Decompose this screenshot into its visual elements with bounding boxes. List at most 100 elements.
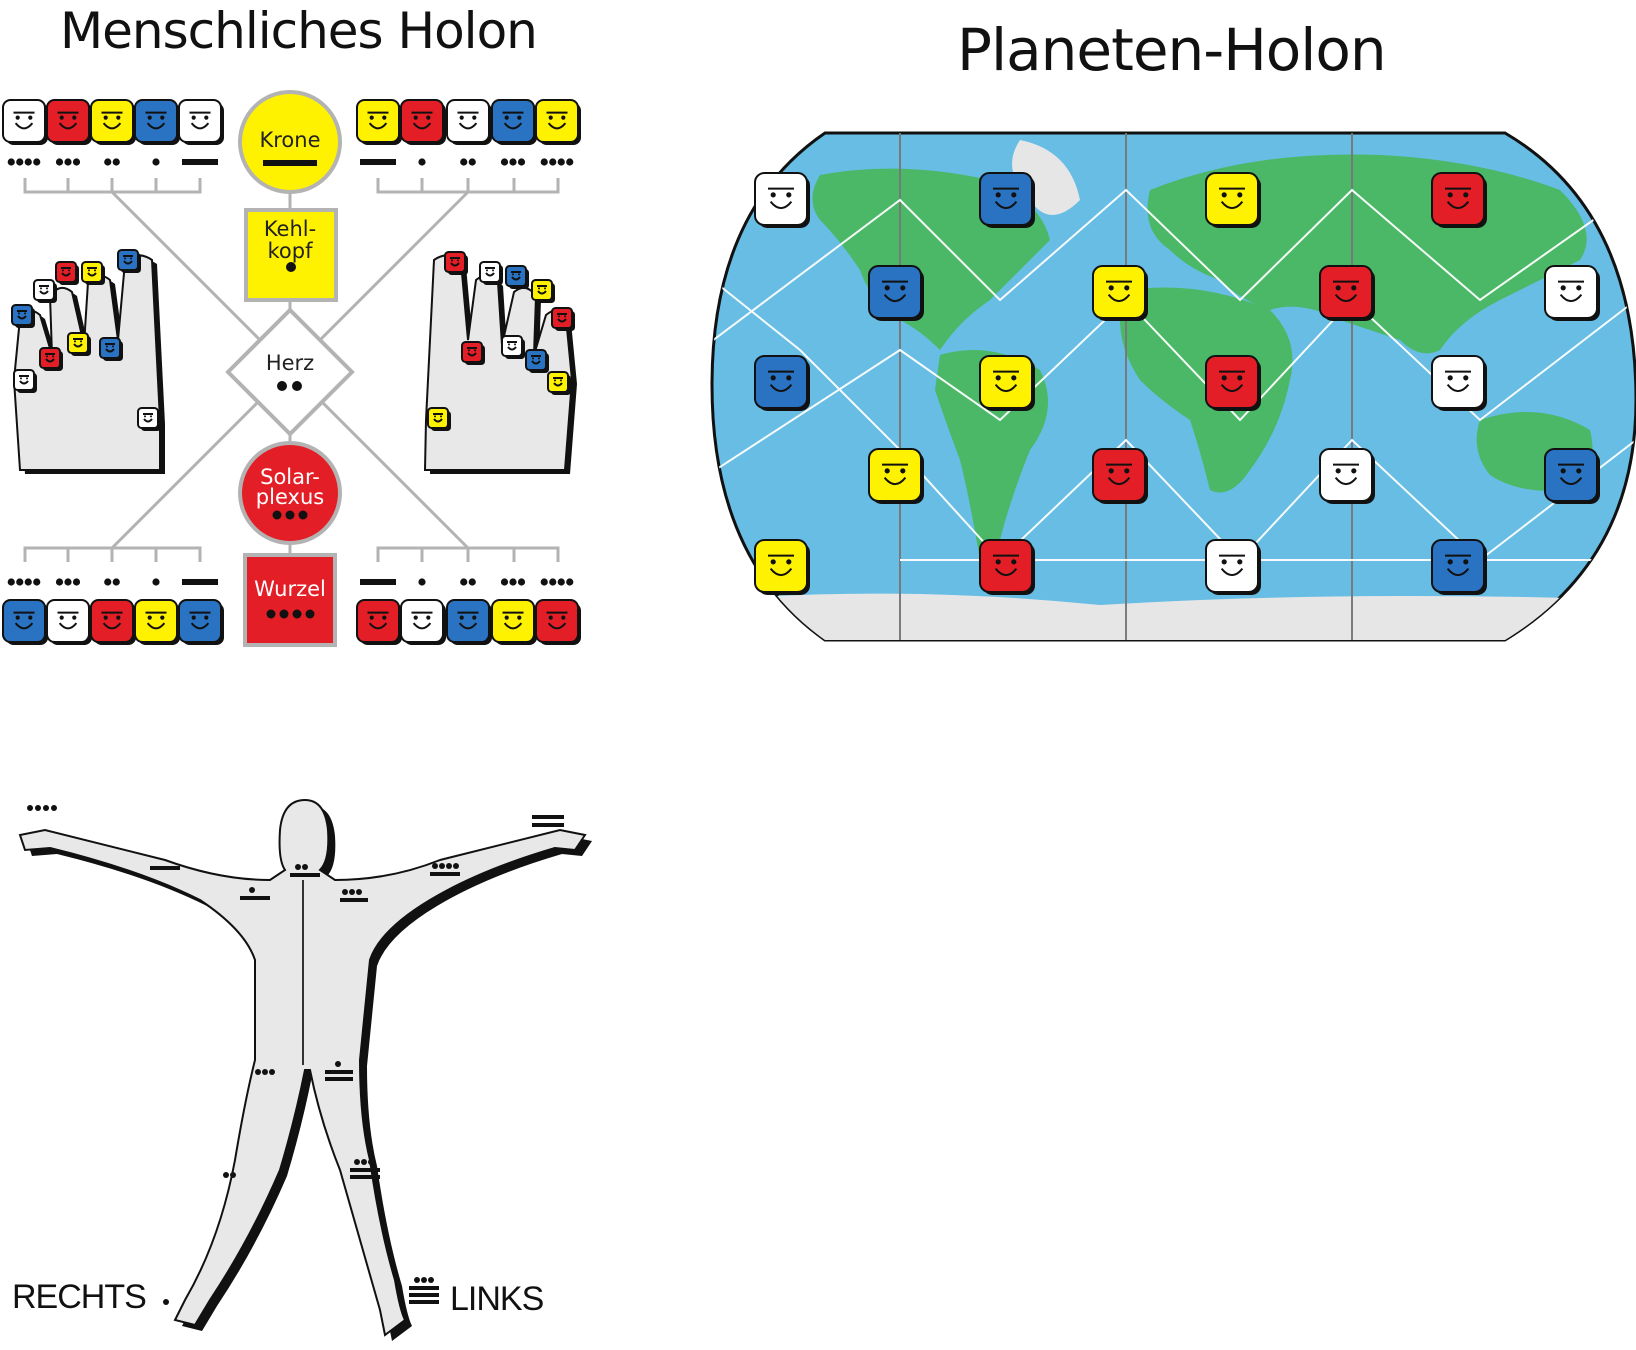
number-top-left-1 [55,158,81,166]
throat-label-line1: Kehl- [263,217,317,241]
finger-glyph-14 [551,307,575,331]
heart-label: Herz [265,351,315,375]
number-bottom-left-1 [55,578,81,586]
crown-chakra [238,90,342,194]
right-side-label: RECHTS [12,1278,147,1316]
number-top-right-3 [500,158,526,166]
number-bottom-right-1 [418,578,426,586]
planet-glyph-4 [868,265,924,321]
solar-plexus-label-line2: plexus [255,485,325,509]
finger-glyph-4 [11,304,35,328]
number-top-left-4 [182,159,218,165]
glyph-top-left-2 [90,99,136,145]
planet-holon-title: Planeten-Holon [957,16,1387,84]
heart-chakra [225,307,355,437]
root-chakra [243,553,337,647]
planet-glyph-1 [979,172,1035,228]
planet-glyph-2 [1205,172,1261,228]
glyph-top-right-0 [356,99,402,145]
number-bottom-left-2 [104,578,120,586]
finger-glyph-18 [547,371,571,395]
planet-glyph-12 [868,448,924,504]
finger-glyph-10 [444,251,468,275]
finger-glyph-9 [137,407,161,431]
throat-chakra [244,208,338,302]
right-hand-illustration [12,254,165,474]
glyph-top-right-1 [400,99,446,145]
world-map [710,131,1636,642]
throat-label-line2: kopf [267,239,313,263]
planet-glyph-0 [754,172,810,228]
planet-glyph-18 [1205,539,1261,595]
finger-glyph-8 [13,369,37,393]
solar-plexus-label-line1: Solar- [260,465,320,489]
number-top-right-2 [460,158,476,166]
finger-glyph-17 [525,349,549,373]
number-bottom-left-4 [182,579,218,585]
finger-glyph-2 [55,261,79,285]
hand-finger-glyphs [11,249,575,431]
glyph-top-right-2 [446,99,492,145]
number-bottom-left-0 [7,578,41,586]
planet-glyph-15 [1544,448,1600,504]
glyph-top-right-4 [535,99,581,145]
planet-glyph-8 [754,355,810,411]
number-bottom-right-3 [500,578,526,586]
number-top-left-3 [152,158,160,166]
planet-glyph-16 [754,539,810,595]
glyph-top-left-4 [178,99,224,145]
planet-glyph-11 [1431,355,1487,411]
number-top-right-1 [418,158,426,166]
planet-glyph-10 [1205,355,1261,411]
glyph-bottom-left-3 [134,599,180,645]
number-top-left-2 [104,158,120,166]
human-body-illustration [18,798,592,1341]
number-top-right-0 [360,159,396,165]
planet-glyph-14 [1319,448,1375,504]
glyph-top-left-0 [2,99,48,145]
finger-glyph-3 [33,279,57,303]
left-hand-illustration [423,254,577,474]
planet-glyph-5 [1092,265,1148,321]
left-side-label: LINKS [450,1280,544,1318]
planet-glyph-7 [1544,265,1600,321]
finger-glyph-6 [67,332,91,356]
finger-glyph-13 [531,279,555,303]
finger-glyph-12 [505,265,529,289]
planet-glyph-13 [1092,448,1148,504]
finger-glyph-5 [99,337,123,361]
finger-glyph-1 [81,261,105,285]
finger-glyph-0 [117,249,141,273]
glyph-top-right-3 [491,99,537,145]
number-bottom-right-0 [360,579,396,585]
human-holon-title: Menschliches Holon [60,2,538,60]
glyph-bottom-right-1 [400,599,446,645]
number-bottom-right-4 [540,578,574,586]
planet-glyph-9 [979,355,1035,411]
glyph-top-left-3 [134,99,180,145]
glyph-bottom-left-2 [90,599,136,645]
planet-glyph-19 [1431,539,1487,595]
number-bottom-right-2 [460,578,476,586]
finger-glyph-16 [501,335,525,359]
glyph-top-left-1 [46,99,92,145]
finger-glyph-11 [479,261,503,285]
glyph-bottom-left-0 [2,599,48,645]
glyph-bottom-right-3 [491,599,537,645]
finger-glyph-19 [427,407,451,431]
glyph-bottom-left-1 [46,599,92,645]
planet-glyph-3 [1431,172,1487,228]
number-top-right-4 [540,158,574,166]
glyph-bottom-right-2 [446,599,492,645]
number-rows [7,158,574,586]
root-label: Wurzel [254,577,326,601]
crown-label: Krone [259,128,321,152]
glyph-bottom-right-4 [535,599,581,645]
glyph-bottom-left-4 [178,599,224,645]
finger-glyph-15 [461,341,485,365]
glyph-rows [2,99,581,645]
solar-plexus-chakra [238,441,342,545]
glyph-bottom-right-0 [356,599,402,645]
planet-glyph-17 [979,539,1035,595]
